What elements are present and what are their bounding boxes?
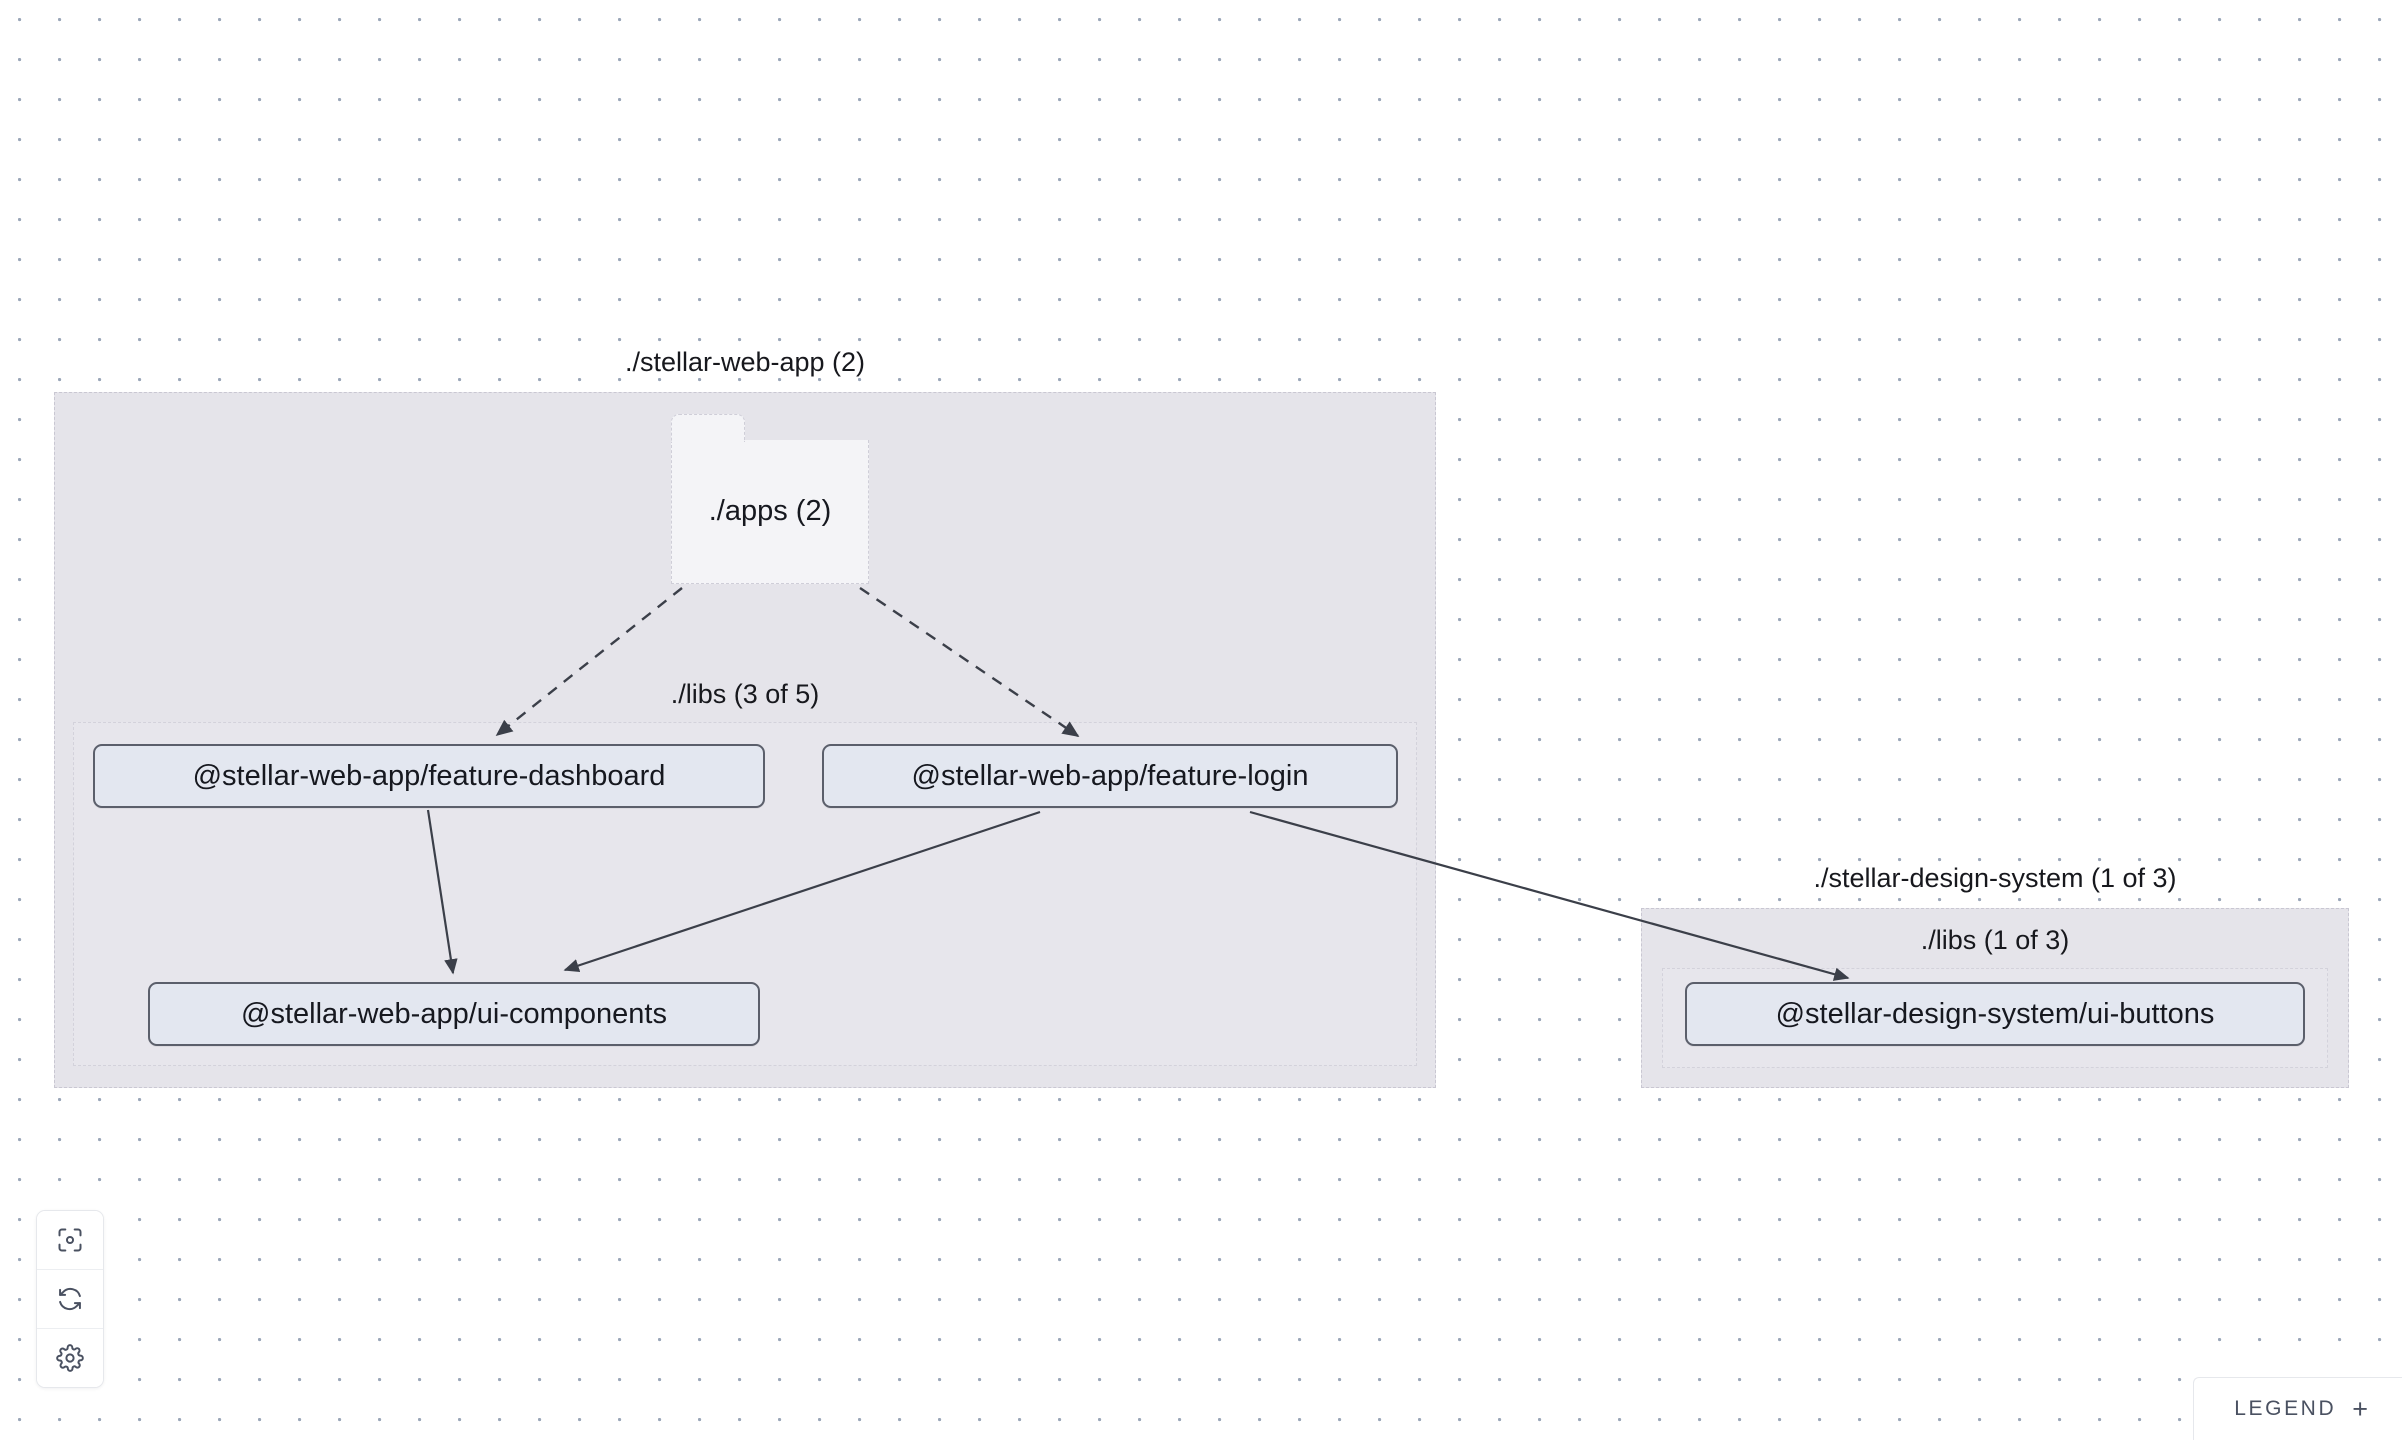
folder-tab-cover	[672, 438, 744, 443]
gear-icon	[56, 1344, 84, 1372]
graph-toolbar	[36, 1210, 104, 1388]
settings-button[interactable]	[37, 1329, 103, 1387]
legend-toggle[interactable]: LEGEND +	[2193, 1377, 2402, 1440]
lib-node-feature-login[interactable]: @stellar-web-app/feature-login	[822, 744, 1398, 808]
focus-graph-button[interactable]	[37, 1211, 103, 1270]
legend-label: LEGEND	[2234, 1397, 2337, 1420]
folder-tab-icon	[670, 414, 745, 442]
lib-node-ui-buttons-label: @stellar-design-system/ui-buttons	[1775, 997, 2215, 1030]
libs-title-design-system: ./libs (1 of 3)	[1920, 925, 2070, 955]
lib-node-feature-dashboard-label: @stellar-web-app/feature-dashboard	[192, 759, 666, 792]
plus-icon: +	[2352, 1393, 2368, 1424]
folder-node-apps[interactable]: ./apps (2)	[670, 414, 869, 584]
folder-node-apps-label: ./apps (2)	[708, 495, 832, 527]
lib-node-ui-components-label: @stellar-web-app/ui-components	[241, 997, 667, 1030]
refresh-graph-button[interactable]	[37, 1270, 103, 1329]
refresh-icon	[56, 1285, 84, 1313]
project-container-stellar-web-app[interactable]: ./stellar-web-app (2)	[54, 347, 1436, 1088]
project-title-stellar-web-app: ./stellar-web-app (2)	[624, 347, 866, 377]
lib-node-ui-components[interactable]: @stellar-web-app/ui-components	[148, 982, 760, 1046]
libs-title-web-app: ./libs (3 of 5)	[670, 679, 820, 709]
lib-node-feature-login-label: @stellar-web-app/feature-login	[911, 759, 1309, 792]
project-title-stellar-design-system: ./stellar-design-system (1 of 3)	[1813, 863, 2177, 893]
lib-node-feature-dashboard[interactable]: @stellar-web-app/feature-dashboard	[93, 744, 765, 808]
lib-node-ui-buttons[interactable]: @stellar-design-system/ui-buttons	[1685, 982, 2305, 1046]
focus-target-icon	[56, 1226, 84, 1254]
